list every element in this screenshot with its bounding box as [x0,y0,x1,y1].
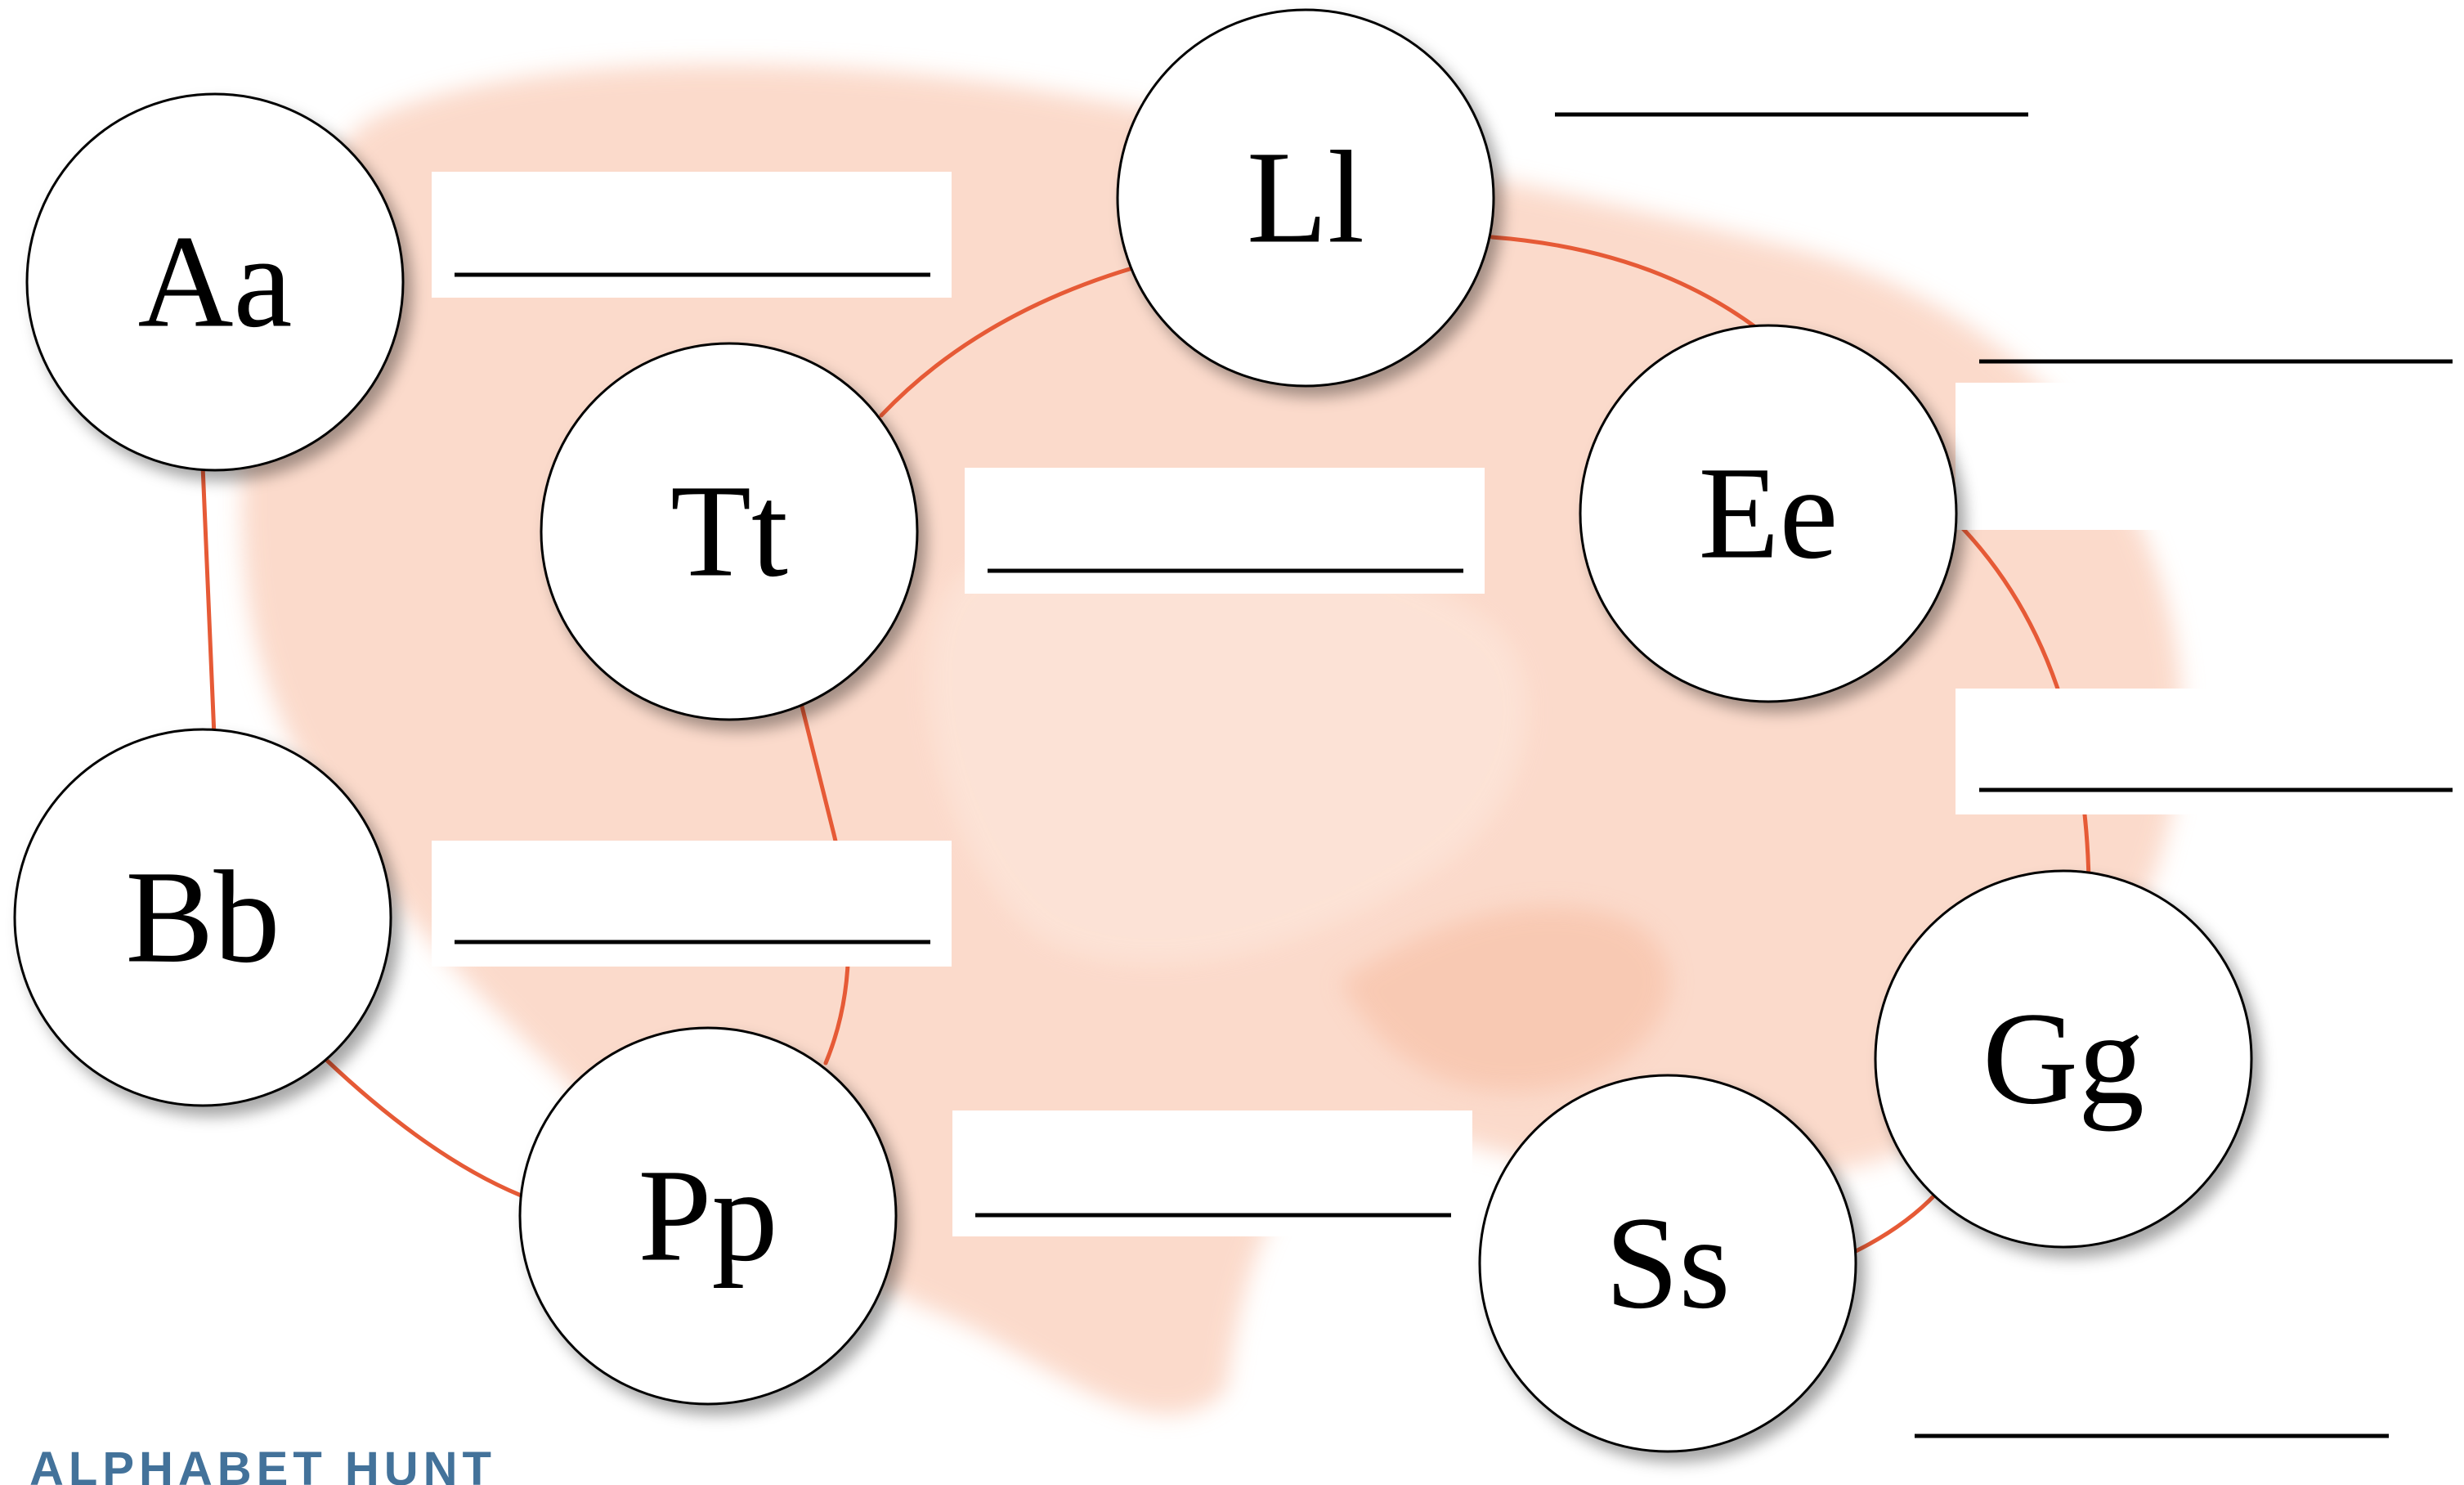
letter-circle-shape [1116,8,1495,388]
letter-circle-g: Gg [1874,869,2253,1249]
worksheet-title: ALPHABET HUNT [29,1442,496,1485]
letter-circle-e: Ee [1579,324,1958,703]
letter-label-b: Bb [125,845,280,991]
connector-l-e [1490,235,1760,331]
letter-label-e: Ee [1699,441,1839,587]
letter-label-l: Ll [1247,125,1364,271]
letter-circle-shape [1478,1074,1857,1453]
letter-circle-shape [540,342,919,721]
connector-t-l [879,266,1135,418]
letter-circle-s: Ss [1478,1074,1857,1453]
answer-box-background [432,172,952,298]
letter-circle-l: Ll [1116,8,1495,388]
background-highlight [927,533,1527,964]
connector-lines [200,235,2091,1254]
letter-label-s: Ss [1605,1191,1730,1337]
answer-boxes [432,112,2464,1438]
connector-b-p [323,1057,530,1200]
letter-label-t: Tt [670,459,788,605]
letter-circle-b: Bb [13,728,392,1107]
letter-label-g: Gg [1982,986,2144,1133]
letter-circle-t: Tt [540,342,919,721]
letter-circle-p: Pp [518,1026,898,1406]
background-dark-fold [1341,905,1670,1092]
answer-box-background [1956,383,2464,530]
letter-circle-a: Aa [25,92,405,472]
letter-circle-shape [1579,324,1958,703]
answer-box-background [965,468,1485,594]
letter-circle-shape [518,1026,898,1406]
letter-circle-shape [25,92,405,472]
answer-blank-7[interactable] [1956,689,2464,814]
answer-box-background [952,1110,1472,1236]
answer-blank-1[interactable] [432,172,952,298]
letter-label-p: Pp [638,1143,777,1290]
connector-g-s [1853,1191,1938,1254]
answer-box-background [432,841,952,967]
connector-e-g [1956,521,2091,884]
letter-circle-shape [1874,869,2253,1249]
letter-label-a: Aa [138,209,293,356]
answer-box-background [1956,689,2464,814]
connector-a-b [200,464,217,738]
answer-blank-6[interactable] [1956,359,2464,530]
answer-blank-4[interactable] [952,1110,1472,1236]
letter-circle-shape [13,728,392,1107]
answer-blank-2[interactable] [965,468,1485,594]
answer-blank-3[interactable] [432,841,952,967]
